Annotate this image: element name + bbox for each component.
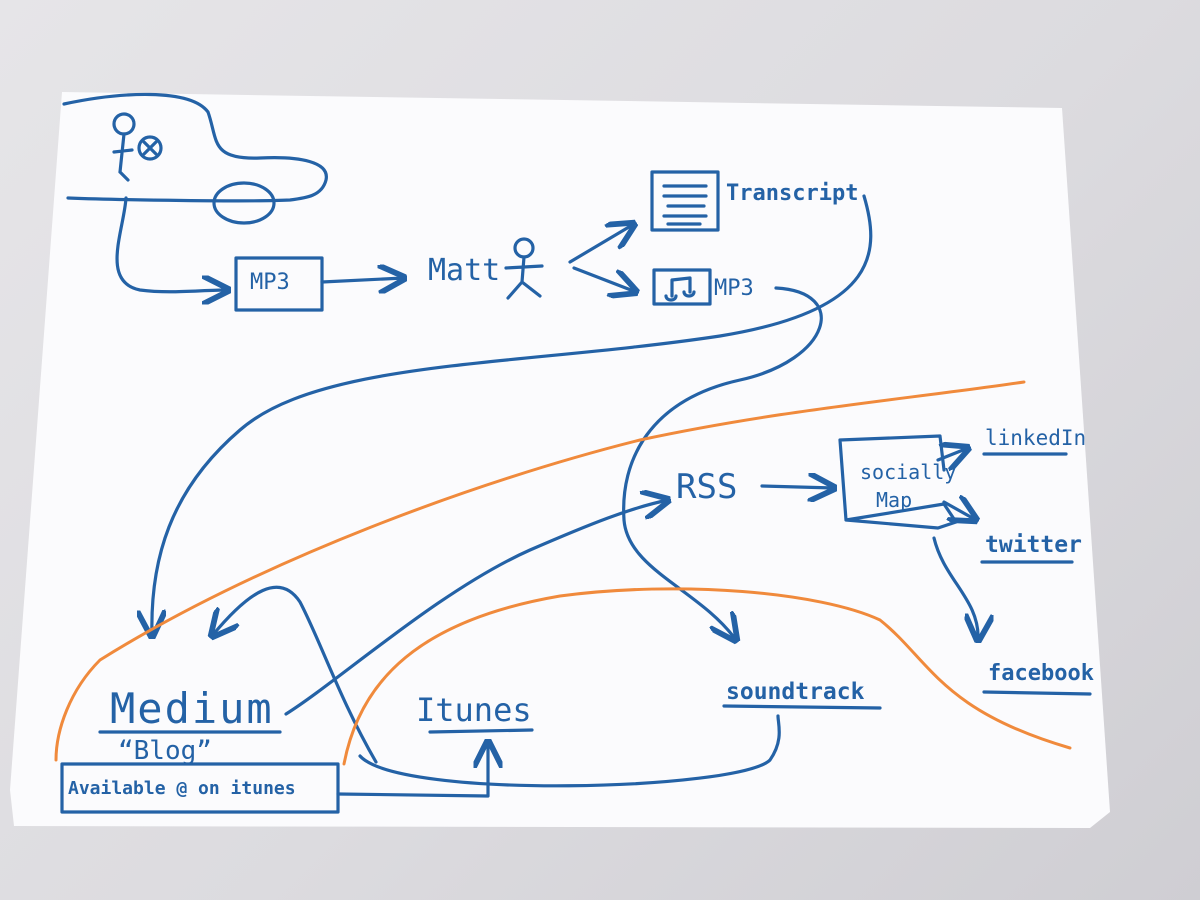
mp3-file-box [234,256,324,312]
label-itunes: Itunes [416,691,532,729]
label-matt: Matt [428,253,501,288]
audio-file-box [652,268,712,306]
label-blog: “Blog” [118,736,212,766]
label-medium: Medium [110,684,274,733]
car-icon [62,92,328,203]
paper-background [10,92,1110,828]
music-note-icon [664,276,696,302]
arrow-loop-to-medium [212,585,781,788]
arrow-transcript-to-medium [152,194,873,636]
label-map: Map [876,488,913,512]
underline-itunes [428,728,534,734]
label-mp3-audio: MP3 [714,276,754,301]
arrow-car-to-mp3 [115,196,228,292]
arrow-to-linkedin [936,448,968,460]
available-on-itunes-box [60,762,340,814]
arrow-matt-to-mp3 [572,266,636,292]
arrow-mp3-to-matt [320,278,404,282]
transcript-document-icon [650,170,720,232]
underline-facebook [982,690,1092,696]
arrow-medium-to-rss [284,500,668,716]
car-wheel [212,181,276,225]
arrow-to-twitter [942,502,976,520]
label-linkedin: linkedIn [985,426,1087,450]
orange-boundary-top [54,380,1026,762]
arrow-matt-to-transcript [568,224,634,264]
underline-soundtrack [722,704,882,710]
label-transcript: Transcript [726,181,859,206]
label-available-on-itunes: Available @ on itunes [68,778,296,799]
arrow-rss-to-socially-map [760,486,834,488]
label-socially: socially [860,460,957,484]
arrow-mp3-to-soundtrack [622,286,823,640]
microphone-icon [137,135,163,161]
label-twitter: twitter [985,532,1082,558]
label-facebook: facebook [988,661,1094,686]
label-rss: RSS [676,467,738,507]
label-mp3: MP3 [250,270,290,295]
label-soundtrack: soundtrack [726,679,865,705]
arrow-available-to-itunes [336,742,488,798]
person-body [112,132,134,182]
orange-boundary-bottom [342,587,1072,766]
arrow-to-facebook [932,536,978,640]
